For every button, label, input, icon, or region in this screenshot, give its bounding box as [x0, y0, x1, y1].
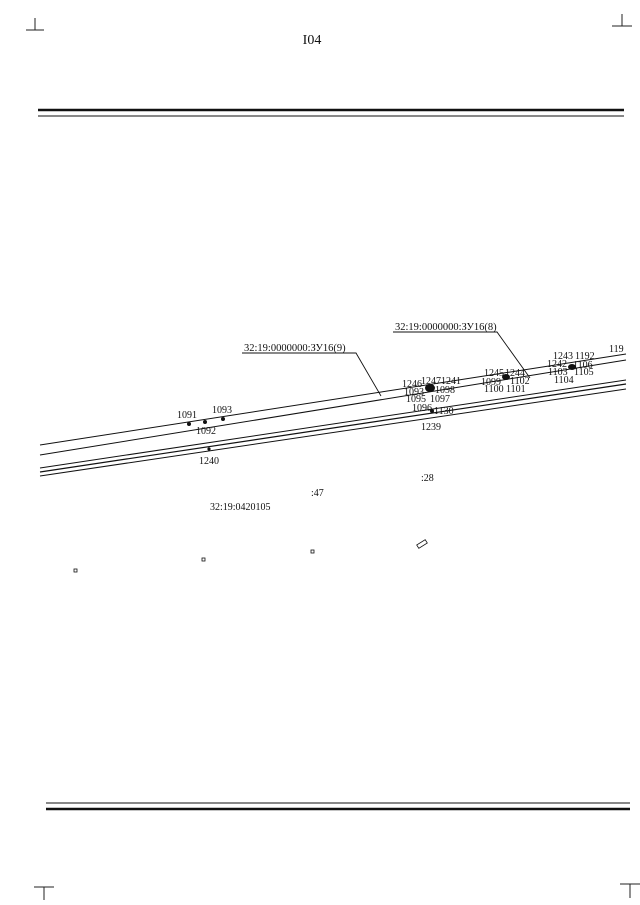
label-1095: 1095 [406, 394, 426, 405]
label-1242: 1242 [547, 359, 567, 370]
label-1097: 1097 [430, 394, 450, 405]
point-1093 [221, 417, 225, 421]
point-cluster-right-a [502, 374, 510, 380]
label-1100: 1100 [484, 384, 504, 395]
label-1098: 1098 [435, 385, 455, 396]
crop-mark-top-left [26, 18, 44, 31]
callout-leaders [242, 331, 531, 397]
parcel-number-47: :47 [311, 488, 324, 499]
slanted-rect-symbol [416, 539, 428, 549]
label-1096: 1096 [412, 403, 432, 414]
crop-mark-bottom-right [620, 883, 640, 898]
point-labels: 1091 1093 1092 1240 1246 1247 1241 1093 … [177, 344, 624, 467]
label-1106: 1106 [573, 360, 593, 371]
label-1192: 1192 [575, 351, 595, 362]
label-1105: 1105 [574, 367, 594, 378]
corridor-line-upper-2 [39, 359, 627, 456]
label-1102: 1102 [510, 376, 530, 387]
corridor-line-lower-1 [39, 379, 627, 469]
crop-mark-top-right [612, 14, 632, 27]
leader-zu9 [242, 352, 382, 397]
crop-mark-bottom-left [34, 886, 54, 900]
crop-marks [26, 14, 640, 900]
header-rule [38, 108, 624, 117]
label-1241: 1241 [441, 376, 461, 387]
label-1099: 1099 [481, 377, 501, 388]
label-1239: 1239 [421, 422, 441, 433]
corridor-line-lower-3 [39, 388, 627, 477]
parcel-callout-zu8: 32:19:0000000:ЗУ16(8) [395, 322, 497, 333]
parcel-number-28: :28 [421, 473, 434, 484]
label-1093-mid: 1093 [404, 387, 424, 398]
label-1244: 1244 [505, 368, 525, 379]
label-1103: 1103 [548, 367, 568, 378]
label-1246: 1246 [402, 379, 422, 390]
page-number: I04 [303, 33, 322, 48]
point-cluster-middle [425, 384, 435, 392]
square-symbol [310, 549, 315, 554]
square-symbol [73, 568, 78, 573]
label-1130: 1130 [434, 406, 454, 417]
point-1130 [430, 409, 434, 413]
point-1240 [207, 447, 211, 451]
cadastral-block-label: 32:19:0420105 [210, 502, 271, 513]
square-symbol [201, 557, 206, 562]
footer-rule [46, 802, 630, 811]
point-1092 [203, 420, 207, 424]
label-1245: 1245 [484, 368, 504, 379]
label-1093: 1093 [212, 405, 232, 416]
corridor-line-lower-2 [39, 383, 627, 473]
map-symbols [73, 539, 428, 573]
label-1247: 1247 [421, 376, 441, 387]
corridor-lines [39, 353, 627, 477]
label-1101: 1101 [506, 384, 526, 395]
label-119: 119 [609, 344, 624, 355]
corridor-line-upper-1 [39, 353, 627, 446]
leader-zu8 [393, 331, 531, 379]
label-1091: 1091 [177, 410, 197, 421]
label-1240: 1240 [199, 456, 219, 467]
label-1243: 1243 [553, 351, 573, 362]
survey-points [187, 364, 576, 451]
point-cluster-right-b [568, 364, 576, 370]
point-1091 [187, 422, 191, 426]
parcel-callout-zu9: 32:19:0000000:ЗУ16(9) [244, 343, 346, 354]
label-1104: 1104 [554, 375, 574, 386]
label-1092: 1092 [196, 426, 216, 437]
